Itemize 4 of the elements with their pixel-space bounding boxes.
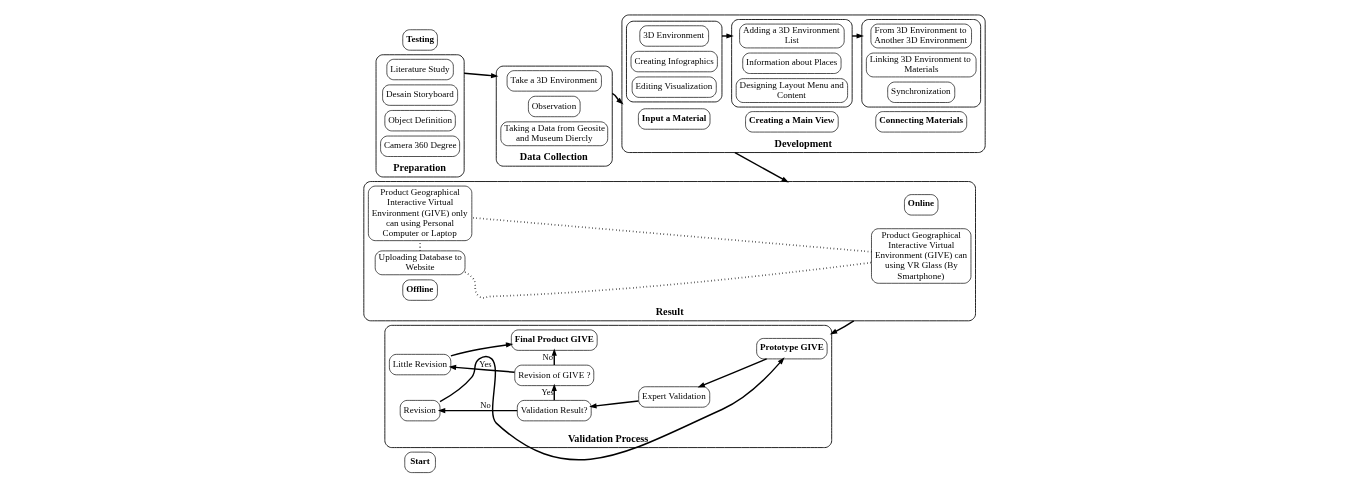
edge-label: No [480,399,491,410]
edge-label: Yes [541,386,554,397]
edge-label: No [542,351,553,362]
edge-label: Yes [479,358,492,369]
